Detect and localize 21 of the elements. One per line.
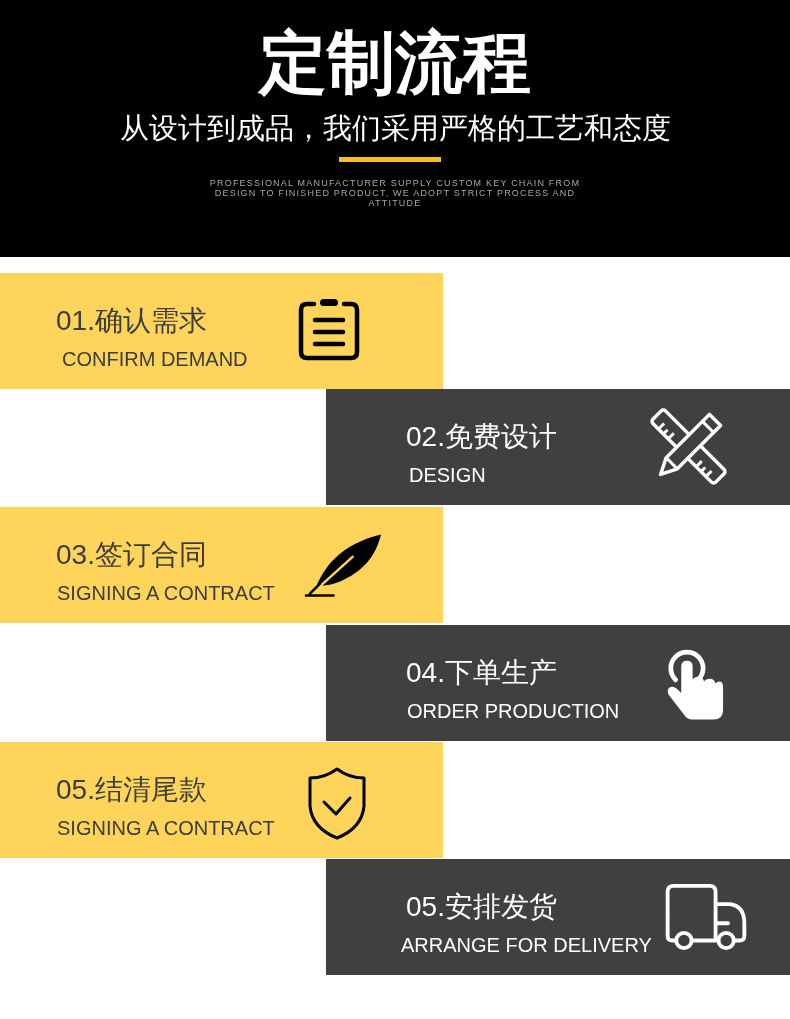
step-band	[0, 273, 443, 389]
step-subtitle: SIGNING A CONTRACT	[57, 581, 275, 605]
step-title: 05.安排发货	[406, 890, 557, 924]
step-title: 02.免费设计	[406, 420, 557, 454]
step-title: 04.下单生产	[406, 656, 557, 690]
step-subtitle: ORDER PRODUCTION	[407, 699, 620, 723]
step-band	[326, 389, 790, 505]
step-subtitle: CONFIRM DEMAND	[62, 347, 248, 371]
subtitle-text: 从设计到成品，我们采用严格的工艺和态度	[118, 111, 672, 146]
page-title: 定制流程	[257, 23, 532, 102]
step-title: 01.确认需求	[56, 304, 207, 338]
step-subtitle: DESIGN	[409, 463, 486, 487]
step-subtitle: ARRANGE FOR DELIVERY	[401, 933, 652, 957]
step-title: 05.结清尾款	[56, 773, 207, 807]
step-band	[0, 742, 443, 858]
step-title: 03.签订合同	[56, 538, 207, 572]
step-subtitle: SIGNING A CONTRACT	[57, 816, 275, 840]
step-band	[326, 625, 790, 741]
step-band	[0, 507, 443, 623]
step-band	[326, 859, 790, 975]
tagline-text: PROFESSIONAL MANUFACTURER SUPPLY CUSTOM KEY CHAIN FROM DESIGN TO FINISHED PRODUCT, WE ADOPT STRICT PROCESS AND ATTITUDE	[208, 178, 582, 208]
